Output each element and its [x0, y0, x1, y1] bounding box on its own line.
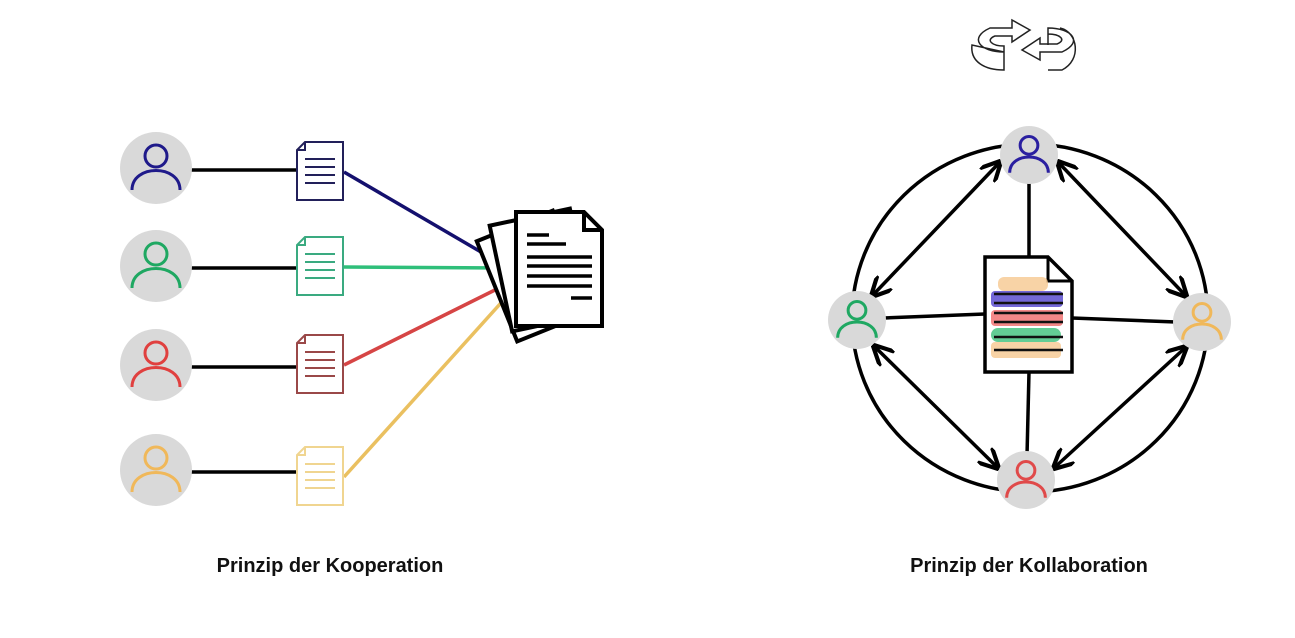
- cycle-arrows-icon: [971, 18, 1077, 71]
- user-avatar-left: [828, 291, 886, 349]
- exchange-arrows: [872, 162, 1186, 468]
- document-icon-2: [296, 236, 344, 296]
- combined-document-stack-icon: [474, 206, 604, 345]
- document-to-stack-line: [343, 282, 508, 367]
- user-avatar-2: [120, 230, 192, 302]
- document-to-stack-line: [342, 292, 511, 479]
- connector-lines: [883, 180, 1177, 457]
- shared-document-icon: [983, 255, 1074, 374]
- collaboration-diagram: [828, 18, 1231, 509]
- cooperation-caption: Prinzip der Kooperation: [216, 555, 444, 577]
- user-avatar-bottom: [997, 451, 1055, 509]
- document-icon-1: [296, 141, 344, 201]
- collaboration-caption: Prinzip der Kollaboration: [910, 555, 1148, 577]
- document-to-stack-line: [343, 170, 506, 268]
- user-avatar-top: [1000, 126, 1058, 184]
- user-avatar-right: [1173, 293, 1231, 351]
- user-avatar-1: [120, 132, 192, 204]
- document-icon-4: [296, 446, 344, 506]
- user-avatar-3: [120, 329, 192, 401]
- document-to-stack-line: [343, 265, 506, 270]
- user-avatar-4: [120, 434, 192, 506]
- cooperation-diagram: [120, 132, 511, 506]
- document-icon-3: [296, 334, 344, 394]
